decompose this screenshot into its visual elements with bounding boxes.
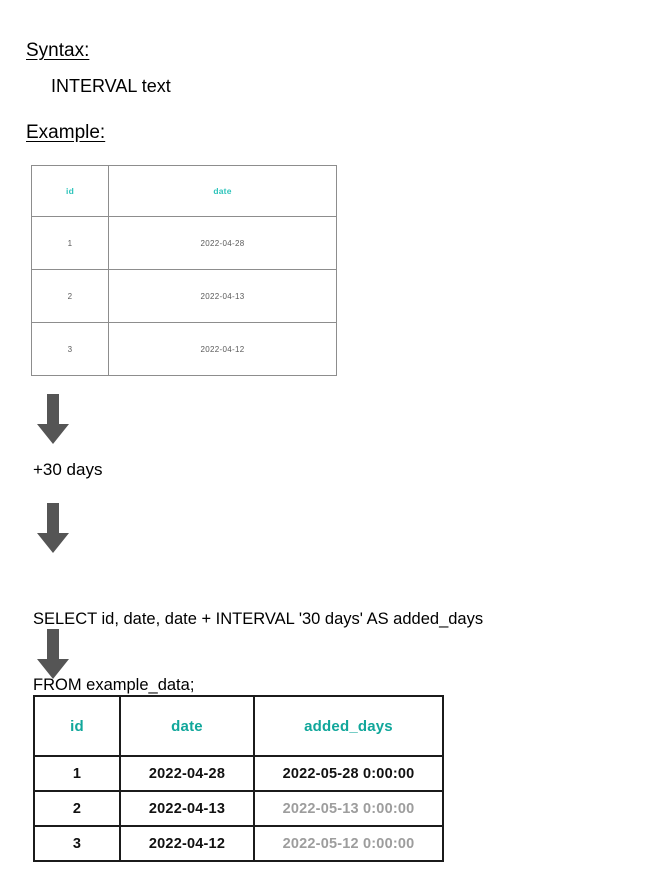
source-cell-id: 3 (31, 322, 109, 376)
result-cell-added-days: 2022-05-28 0:00:00 (253, 755, 444, 792)
sql-query-line-2: FROM example_data; (33, 676, 195, 694)
result-data-table: id date added_days 1 2022-04-28 2022-05-… (33, 695, 444, 862)
result-cell-date: 2022-04-28 (119, 755, 255, 792)
table-header-row: id date (31, 165, 337, 217)
source-column-header-id: id (31, 165, 109, 217)
source-cell-date: 2022-04-13 (108, 269, 337, 323)
table-row: 2 2022-04-13 (31, 269, 337, 323)
table-header-row: id date added_days (33, 695, 444, 757)
table-row: 3 2022-04-12 (31, 322, 337, 376)
result-cell-added-days: 2022-05-12 0:00:00 (253, 825, 444, 862)
source-data-table: id date 1 2022-04-28 2 2022-04-13 3 2022… (31, 165, 337, 376)
source-column-header-date: date (108, 165, 337, 217)
example-heading: Example: (26, 122, 106, 143)
source-cell-id: 2 (31, 269, 109, 323)
syntax-heading: Syntax: (26, 40, 90, 61)
arrow-down-icon (37, 503, 69, 553)
result-cell-id: 1 (33, 755, 121, 792)
transform-label: +30 days (33, 460, 103, 479)
table-row: 1 2022-04-28 2022-05-28 0:00:00 (33, 755, 444, 792)
result-column-header-date: date (119, 695, 255, 757)
arrow-down-icon (37, 629, 69, 679)
source-cell-date: 2022-04-28 (108, 216, 337, 270)
result-cell-date: 2022-04-12 (119, 825, 255, 862)
result-column-header-id: id (33, 695, 121, 757)
result-cell-added-days: 2022-05-13 0:00:00 (253, 790, 444, 827)
syntax-body-text: INTERVAL text (51, 76, 171, 96)
sql-query-line-1: SELECT id, date, date + INTERVAL '30 day… (33, 610, 484, 628)
table-row: 2 2022-04-13 2022-05-13 0:00:00 (33, 790, 444, 827)
result-cell-id: 2 (33, 790, 121, 827)
table-row: 1 2022-04-28 (31, 216, 337, 270)
result-column-header-added-days: added_days (253, 695, 444, 757)
result-cell-id: 3 (33, 825, 121, 862)
source-cell-id: 1 (31, 216, 109, 270)
sql-query-block: SELECT id, date, date + INTERVAL '30 day… (33, 564, 483, 718)
result-cell-date: 2022-04-13 (119, 790, 255, 827)
table-row: 3 2022-04-12 2022-05-12 0:00:00 (33, 825, 444, 862)
arrow-down-icon (37, 394, 69, 444)
source-cell-date: 2022-04-12 (108, 322, 337, 376)
